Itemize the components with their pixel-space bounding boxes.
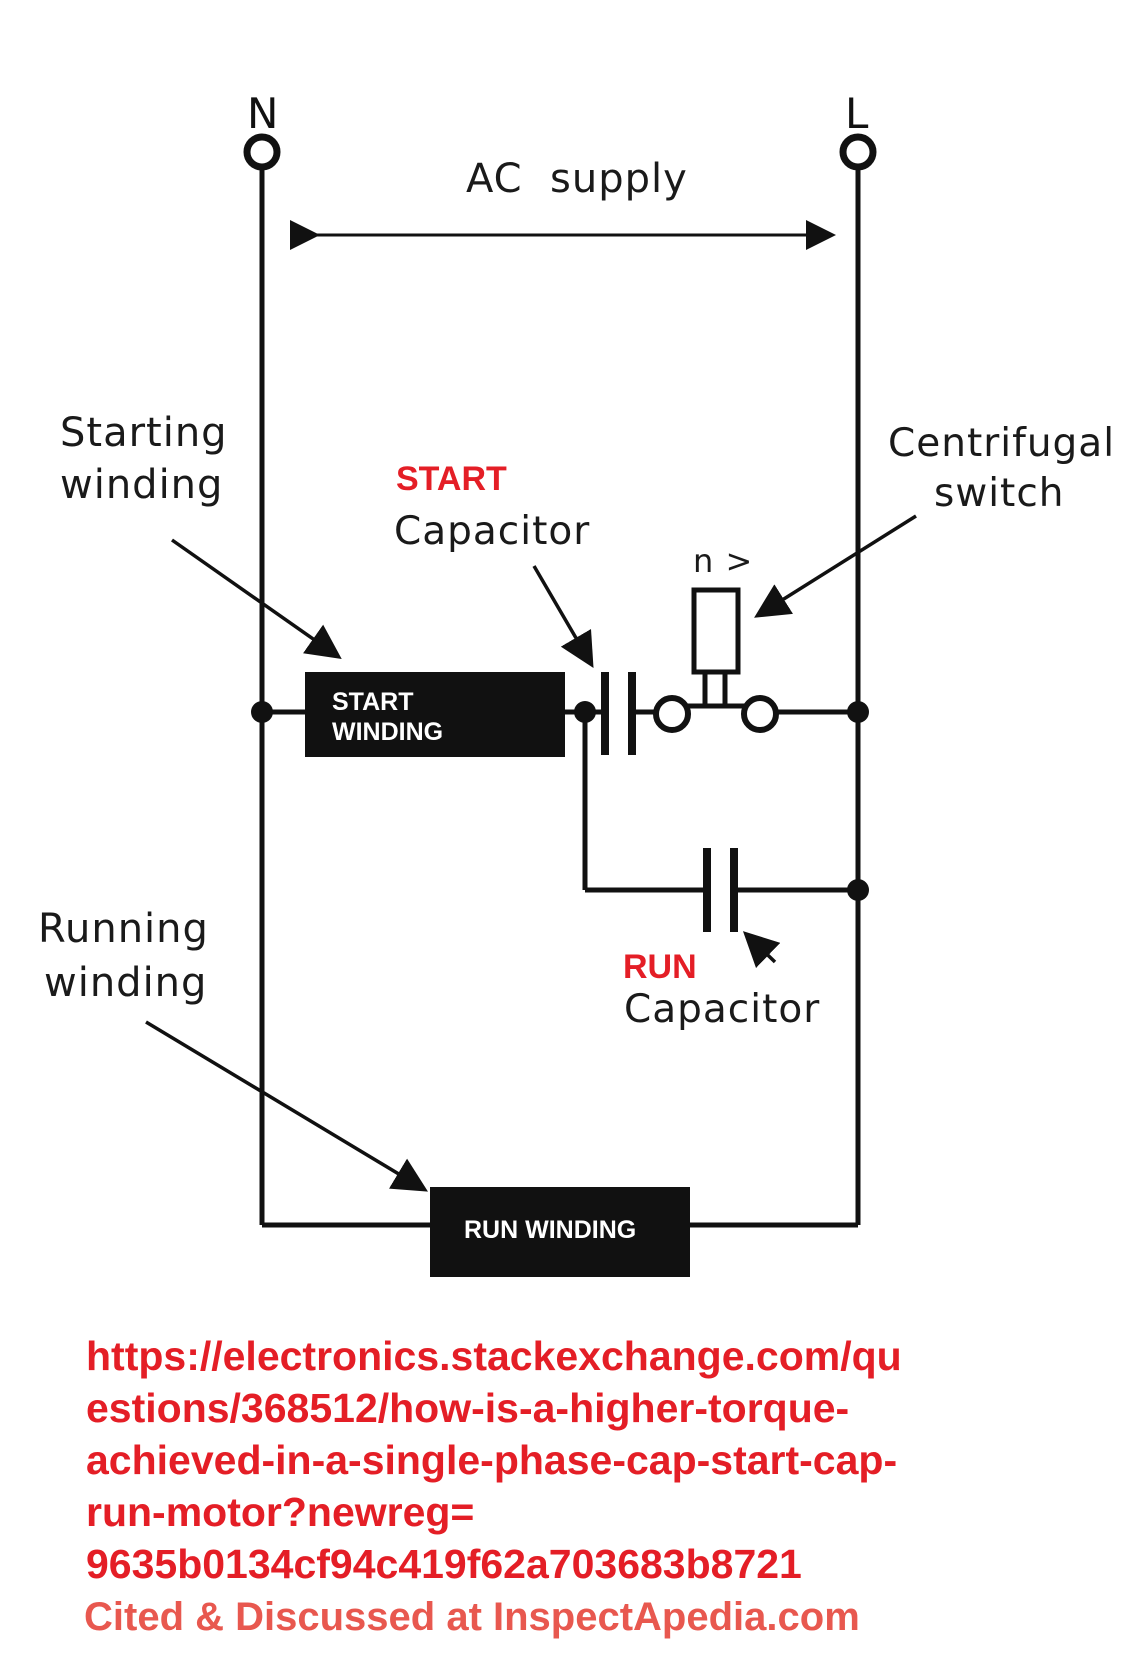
neutral-terminal <box>243 133 281 171</box>
switch-speed-mark: n > <box>693 542 753 580</box>
running-winding-label-1: Running <box>38 906 209 952</box>
switch-actuator <box>691 587 741 675</box>
run-capacitor-arrow <box>742 931 781 969</box>
start-capacitor-emphasis: START <box>396 460 507 498</box>
source-block: https://electronics.stackexchange.com/qu… <box>86 1330 1086 1590</box>
centrifugal-switch-label-2: switch <box>934 471 1065 516</box>
source-url[interactable]: https://electronics.stackexchange.com/qu… <box>86 1330 1086 1590</box>
start-winding-box <box>305 672 565 757</box>
citation-text: Cited & Discussed at InspectApedia.com <box>84 1595 860 1639</box>
start-winding-label-2: WINDING <box>332 718 443 746</box>
centrifugal-switch-arrow <box>754 514 917 618</box>
neutral-terminal-label: N <box>247 89 278 138</box>
start-capacitor-label: Capacitor <box>394 509 590 554</box>
line-terminal <box>839 133 877 171</box>
centrifugal-switch-label-1: Centrifugal <box>888 421 1115 466</box>
starting-winding-label-2: winding <box>60 462 223 508</box>
ac-supply-label: AC supply <box>466 156 688 202</box>
switch-contact-left <box>653 695 691 733</box>
switch-contact-right <box>741 695 779 733</box>
start-capacitor-arrow <box>532 565 594 669</box>
source-url-line: https://electronics.stackexchange.com/qu <box>86 1333 902 1379</box>
starting-winding-arrow <box>170 538 342 660</box>
run-capacitor-label: Capacitor <box>624 987 820 1032</box>
source-url-line: estions/368512/how-is-a-higher-torque- <box>86 1385 850 1431</box>
junction-line-runcap <box>847 879 869 901</box>
junction-neutral-start <box>251 701 273 723</box>
source-url-line: run-motor?newreg= <box>86 1489 475 1535</box>
source-url-line: achieved-in-a-single-phase-cap-start-cap… <box>86 1437 898 1483</box>
run-winding-box <box>430 1187 690 1277</box>
starting-winding-label-1: Starting <box>60 410 228 456</box>
junction-winding-cap <box>574 701 596 723</box>
running-winding-arrow <box>145 1020 428 1192</box>
start-winding-label-1: START <box>332 688 413 716</box>
run-winding-label: RUN WINDING <box>464 1216 636 1244</box>
running-winding-label-2: winding <box>44 960 207 1006</box>
junction-line-start <box>847 701 869 723</box>
run-capacitor-emphasis: RUN <box>623 948 697 986</box>
line-terminal-label: L <box>845 89 869 138</box>
source-url-line: 9635b0134cf94c419f62a703683b8721 <box>86 1541 802 1587</box>
